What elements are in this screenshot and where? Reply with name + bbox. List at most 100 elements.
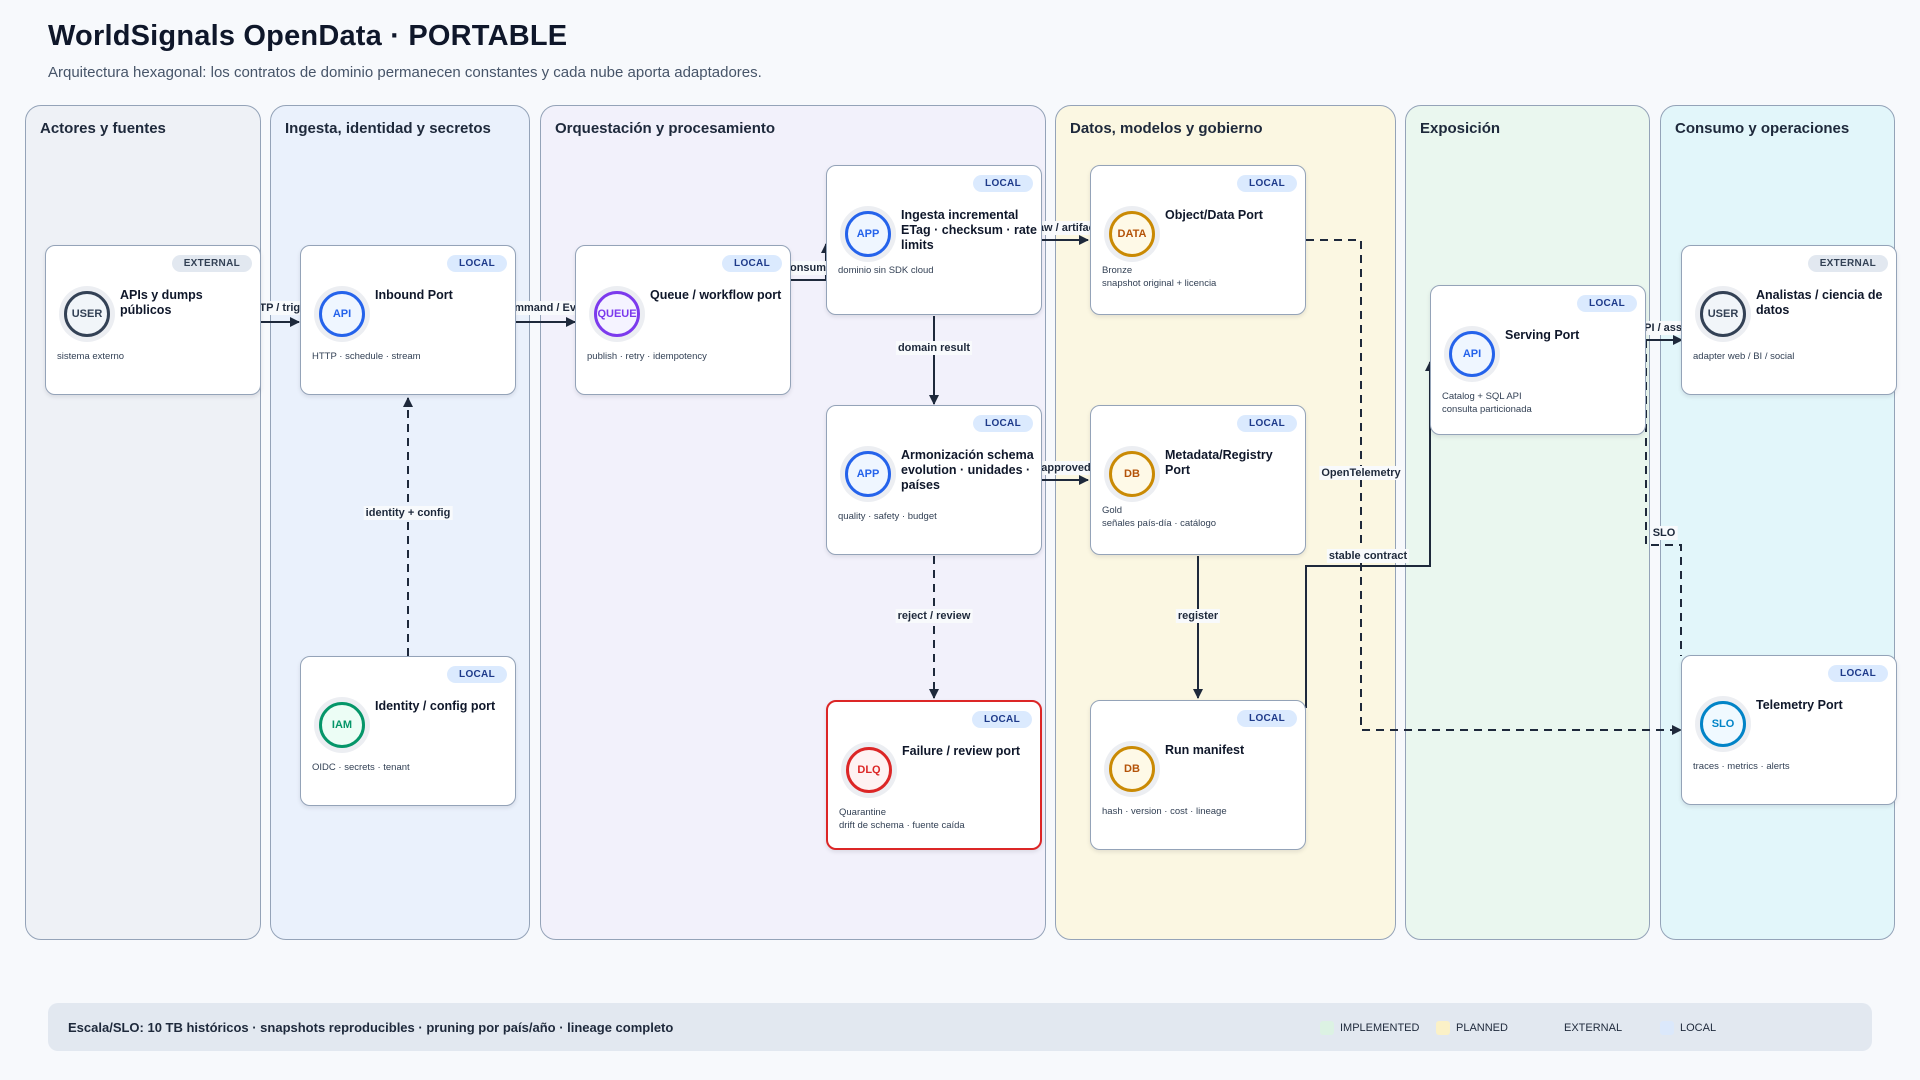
queue-icon: QUEUE xyxy=(594,291,640,337)
local-badge: LOCAL xyxy=(447,255,507,272)
edge-label-consume: consume xyxy=(781,261,835,275)
legend-swatch xyxy=(1544,1021,1558,1035)
node-apis-dumps[interactable]: EXTERNAL USER APIs y dumps públicos sist… xyxy=(45,245,261,395)
legend-implemented: IMPLEMENTED xyxy=(1320,1021,1419,1035)
node-metadata-registry-port[interactable]: LOCAL DB Metadata/Registry Port Gold señ… xyxy=(1090,405,1306,555)
node-title: Object/Data Port xyxy=(1165,208,1263,222)
node-ingesta-incremental[interactable]: LOCAL APP Ingesta incremental ETag · che… xyxy=(826,165,1042,315)
local-badge: LOCAL xyxy=(1237,175,1297,192)
slo-icon: SLO xyxy=(1700,701,1746,747)
footer-bar: Escala/SLO: 10 TB históricos · snapshots… xyxy=(48,1003,1872,1051)
node-title: APIs y dumps públicos xyxy=(120,288,203,317)
node-run-manifest[interactable]: LOCAL DB Run manifest hash · version · c… xyxy=(1090,700,1306,850)
lane-title: Consumo y operaciones xyxy=(1675,120,1850,137)
node-description: Gold señales país-día · catálogo xyxy=(1102,505,1217,529)
node-object-data-port[interactable]: LOCAL DATA Object/Data Port Bronze snaps… xyxy=(1090,165,1306,315)
lane-title: Exposición xyxy=(1420,120,1501,137)
edge-label-command-event: Command / Event xyxy=(497,301,595,315)
edge-slo xyxy=(1645,340,1682,656)
node-description: adapter web / BI / social xyxy=(1693,351,1795,362)
node-description: Catalog + SQL API consulta particionada xyxy=(1442,391,1532,415)
node-title: Queue / workflow port xyxy=(650,288,782,302)
node-title: Failure / review port xyxy=(902,744,1021,758)
node-description: sistema externo xyxy=(57,351,125,362)
node-description: HTTP · schedule · stream xyxy=(312,351,421,362)
node-title: Inbound Port xyxy=(375,288,453,302)
edge-label-raw-artifact: raw / artifact xyxy=(1031,221,1101,235)
node-title: Identity / config port xyxy=(375,699,496,713)
edge-label-opentelemetry: OpenTelemetry xyxy=(1319,466,1403,480)
node-description: Bronze snapshot original + licencia xyxy=(1102,265,1217,289)
node-queue-workflow-port[interactable]: LOCAL QUEUE Queue / workflow port publis… xyxy=(575,245,791,395)
legend-label: EXTERNAL xyxy=(1564,1022,1623,1034)
node-title: Serving Port xyxy=(1505,328,1580,342)
legend-swatch xyxy=(1320,1021,1334,1035)
node-identity-config-port[interactable]: LOCAL IAM Identity / config port OIDC · … xyxy=(300,656,516,806)
node-description: quality · safety · budget xyxy=(838,511,937,522)
api-icon: API xyxy=(1449,331,1495,377)
legend-local: LOCAL xyxy=(1660,1021,1716,1035)
legend-label: LOCAL xyxy=(1680,1022,1717,1034)
app-icon: APP xyxy=(845,451,891,497)
node-serving-port[interactable]: LOCAL API Serving Port Catalog + SQL API… xyxy=(1430,285,1646,435)
node-title: Metadata/Registry Port xyxy=(1165,448,1273,477)
dlq-icon: DLQ xyxy=(846,747,892,793)
lane-title: Ingesta, identidad y secretos xyxy=(285,120,491,137)
node-inbound-port[interactable]: LOCAL API Inbound Port HTTP · schedule ·… xyxy=(300,245,516,395)
lane-actors: Actores y fuentes xyxy=(25,105,261,940)
local-badge: LOCAL xyxy=(973,415,1033,432)
node-description: OIDC · secrets · tenant xyxy=(312,762,410,773)
edge-stable-contract xyxy=(1305,361,1435,708)
local-badge: LOCAL xyxy=(1828,665,1888,682)
lane-title: Orquestación y procesamiento xyxy=(555,120,776,137)
node-title: Run manifest xyxy=(1165,743,1245,757)
page-subtitle: Arquitectura hexagonal: los contratos de… xyxy=(48,64,762,81)
iam-icon: IAM xyxy=(319,702,365,748)
node-description: dominio sin SDK cloud xyxy=(838,265,934,276)
node-armonizacion[interactable]: LOCAL APP Armonización schema evolution … xyxy=(826,405,1042,555)
edge-label-register: register xyxy=(1175,609,1221,623)
edge-opentelemetry xyxy=(1306,239,1682,735)
lane-title: Actores y fuentes xyxy=(40,120,166,137)
lane-exposure: Exposición xyxy=(1405,105,1650,940)
edge-label-approved: approved xyxy=(1039,461,1093,475)
local-badge: LOCAL xyxy=(973,175,1033,192)
node-description: publish · retry · idempotency xyxy=(587,351,707,362)
user-icon: USER xyxy=(64,291,110,337)
local-badge: LOCAL xyxy=(447,666,507,683)
user-icon: USER xyxy=(1700,291,1746,337)
local-badge: LOCAL xyxy=(972,711,1032,728)
legend-swatch xyxy=(1436,1021,1450,1035)
local-badge: LOCAL xyxy=(722,255,782,272)
edge-label-reject-review: reject / review xyxy=(895,609,973,623)
external-badge: EXTERNAL xyxy=(171,255,252,272)
local-badge: LOCAL xyxy=(1577,295,1637,312)
node-failure-review-port[interactable]: LOCAL DLQ Failure / review port Quaranti… xyxy=(826,700,1042,850)
legend-label: IMPLEMENTED xyxy=(1340,1022,1420,1034)
database-icon: DB xyxy=(1109,451,1155,497)
lane-title: Datos, modelos y gobierno xyxy=(1070,120,1263,137)
page-title: WorldSignals OpenData · PORTABLE xyxy=(48,20,568,52)
edge-label-slo: SLO xyxy=(1650,526,1678,540)
node-description: traces · metrics · alerts xyxy=(1693,761,1790,772)
footer-scale-slo: Escala/SLO: 10 TB históricos · snapshots… xyxy=(68,1020,674,1035)
external-badge: EXTERNAL xyxy=(1807,255,1888,272)
database-icon: DB xyxy=(1109,746,1155,792)
legend-external: EXTERNAL xyxy=(1544,1021,1622,1035)
node-title: Analistas / ciencia de datos xyxy=(1756,288,1883,317)
legend-planned: PLANNED xyxy=(1436,1021,1508,1035)
legend-swatch xyxy=(1660,1021,1674,1035)
data-icon: DATA xyxy=(1109,211,1155,257)
node-description: hash · version · cost · lineage xyxy=(1102,806,1227,817)
local-badge: LOCAL xyxy=(1237,415,1297,432)
edge-label-domain-result: domain result xyxy=(895,341,973,355)
node-analistas[interactable]: EXTERNAL USER Analistas / ciencia de dat… xyxy=(1681,245,1897,395)
edge-label-api-asset: API / asset xyxy=(1634,321,1694,335)
node-title: Telemetry Port xyxy=(1756,698,1843,712)
node-title: Armonización schema evolution · unidades… xyxy=(901,448,1034,492)
edge-label-identity-config: identity + config xyxy=(363,506,453,520)
node-telemetry-port[interactable]: LOCAL SLO Telemetry Port traces · metric… xyxy=(1681,655,1897,805)
local-badge: LOCAL xyxy=(1237,710,1297,727)
node-description: Quarantine drift de schema · fuente caíd… xyxy=(839,807,965,831)
